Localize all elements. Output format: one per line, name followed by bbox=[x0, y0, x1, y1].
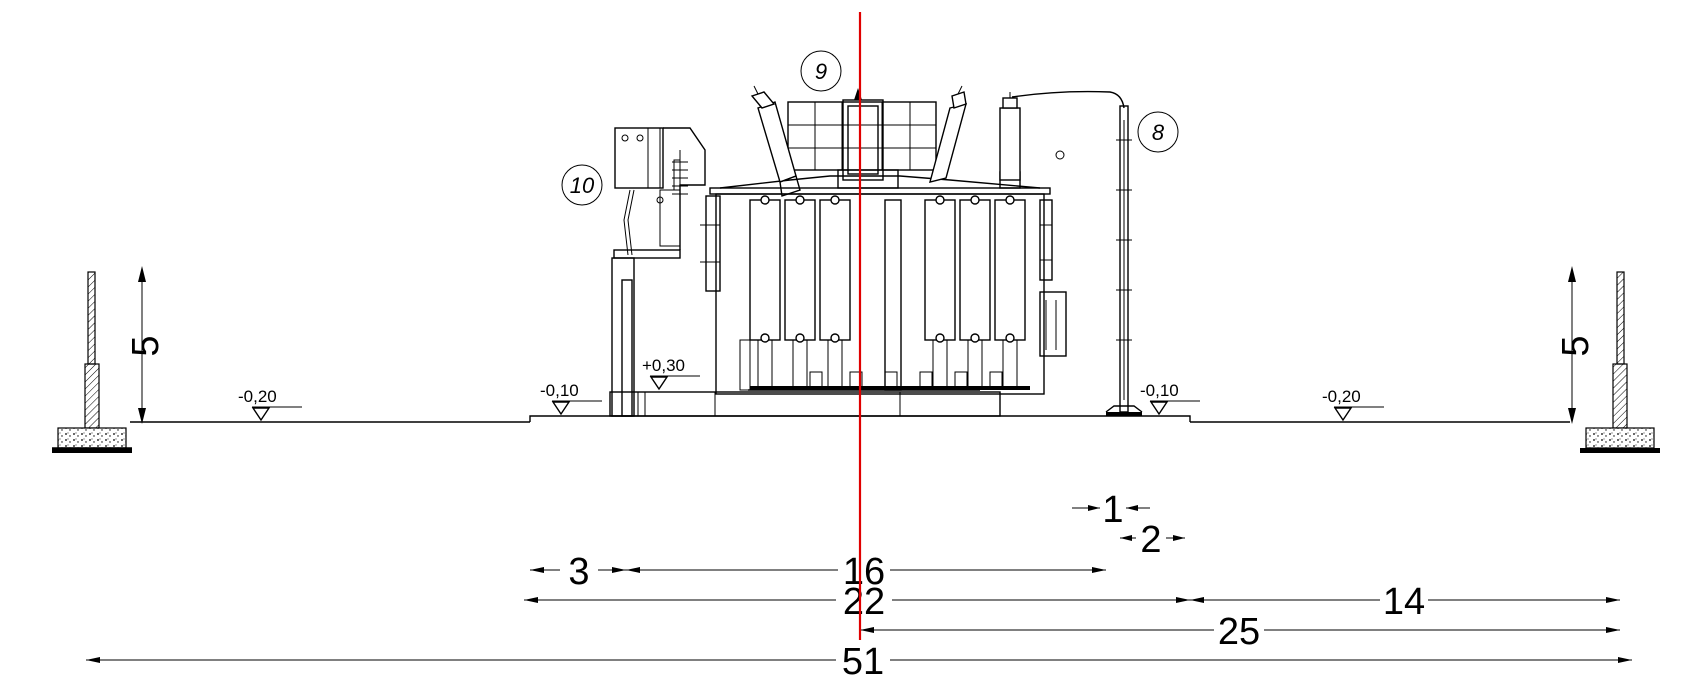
terminal-box-structure bbox=[611, 127, 706, 417]
insulator-small bbox=[672, 150, 688, 205]
svg-text:-0,20: -0,20 bbox=[1322, 387, 1361, 406]
svg-text:10: 10 bbox=[570, 173, 595, 198]
radiator-valves bbox=[760, 195, 1015, 343]
right-fire-wall bbox=[1580, 271, 1660, 453]
radiator-bank bbox=[739, 195, 1030, 391]
level-marker-left-inner: -0,10 bbox=[540, 381, 602, 416]
hv-bushing-left bbox=[750, 85, 801, 197]
level-marker-right-outer: -0,20 bbox=[1322, 387, 1384, 422]
conservator-tank bbox=[787, 88, 937, 181]
svg-text:-0,20: -0,20 bbox=[238, 387, 277, 406]
lv-bushing bbox=[999, 92, 1021, 181]
transformer-tank bbox=[700, 187, 1067, 395]
svg-text:8: 8 bbox=[1152, 120, 1165, 145]
svg-text:25: 25 bbox=[1218, 611, 1260, 653]
svg-text:14: 14 bbox=[1383, 581, 1425, 623]
dimension-16: 16 bbox=[626, 551, 1106, 593]
svg-text:22: 22 bbox=[843, 581, 885, 623]
level-marker-right-inner: -0,10 bbox=[1140, 381, 1200, 416]
svg-text:-0,10: -0,10 bbox=[540, 381, 579, 400]
radiator-pipes bbox=[757, 340, 1018, 390]
callout-8: 8 bbox=[1137, 111, 1179, 153]
hv-bushing-right bbox=[929, 85, 967, 183]
svg-text:1: 1 bbox=[1102, 489, 1123, 531]
dimension-3: 3 bbox=[530, 551, 626, 593]
left-fire-wall bbox=[52, 271, 132, 453]
dim-wall-left: 5 bbox=[125, 335, 167, 356]
level-marker-left-outer: -0,20 bbox=[238, 387, 302, 422]
svg-text:16: 16 bbox=[843, 551, 885, 593]
svg-text:51: 51 bbox=[842, 641, 884, 678]
dimension-1: 1 bbox=[1072, 489, 1150, 531]
callout-10: 10 bbox=[561, 164, 603, 206]
dimension-14: 14 bbox=[1190, 581, 1620, 623]
dim-wall-right: 5 bbox=[1555, 335, 1597, 356]
callout-9: 9 bbox=[800, 50, 842, 92]
wall-height-dimension-right: 5 bbox=[1555, 266, 1597, 424]
wall-height-dimension-left: 5 bbox=[125, 266, 167, 424]
dimension-51: 51 bbox=[86, 641, 1632, 678]
svg-text:+0,30: +0,30 bbox=[642, 356, 685, 375]
dimension-25: 25 bbox=[860, 611, 1620, 653]
svg-text:9: 9 bbox=[815, 59, 827, 84]
dimension-22: 22 bbox=[524, 581, 1190, 623]
cable-mast bbox=[1011, 90, 1143, 416]
ground-line bbox=[130, 415, 1570, 423]
svg-text:3: 3 bbox=[568, 551, 589, 593]
dimension-2: 2 bbox=[1120, 519, 1185, 561]
svg-text:-0,10: -0,10 bbox=[1140, 381, 1179, 400]
svg-text:2: 2 bbox=[1140, 519, 1161, 561]
level-marker-top-pad: +0,30 bbox=[642, 356, 700, 391]
